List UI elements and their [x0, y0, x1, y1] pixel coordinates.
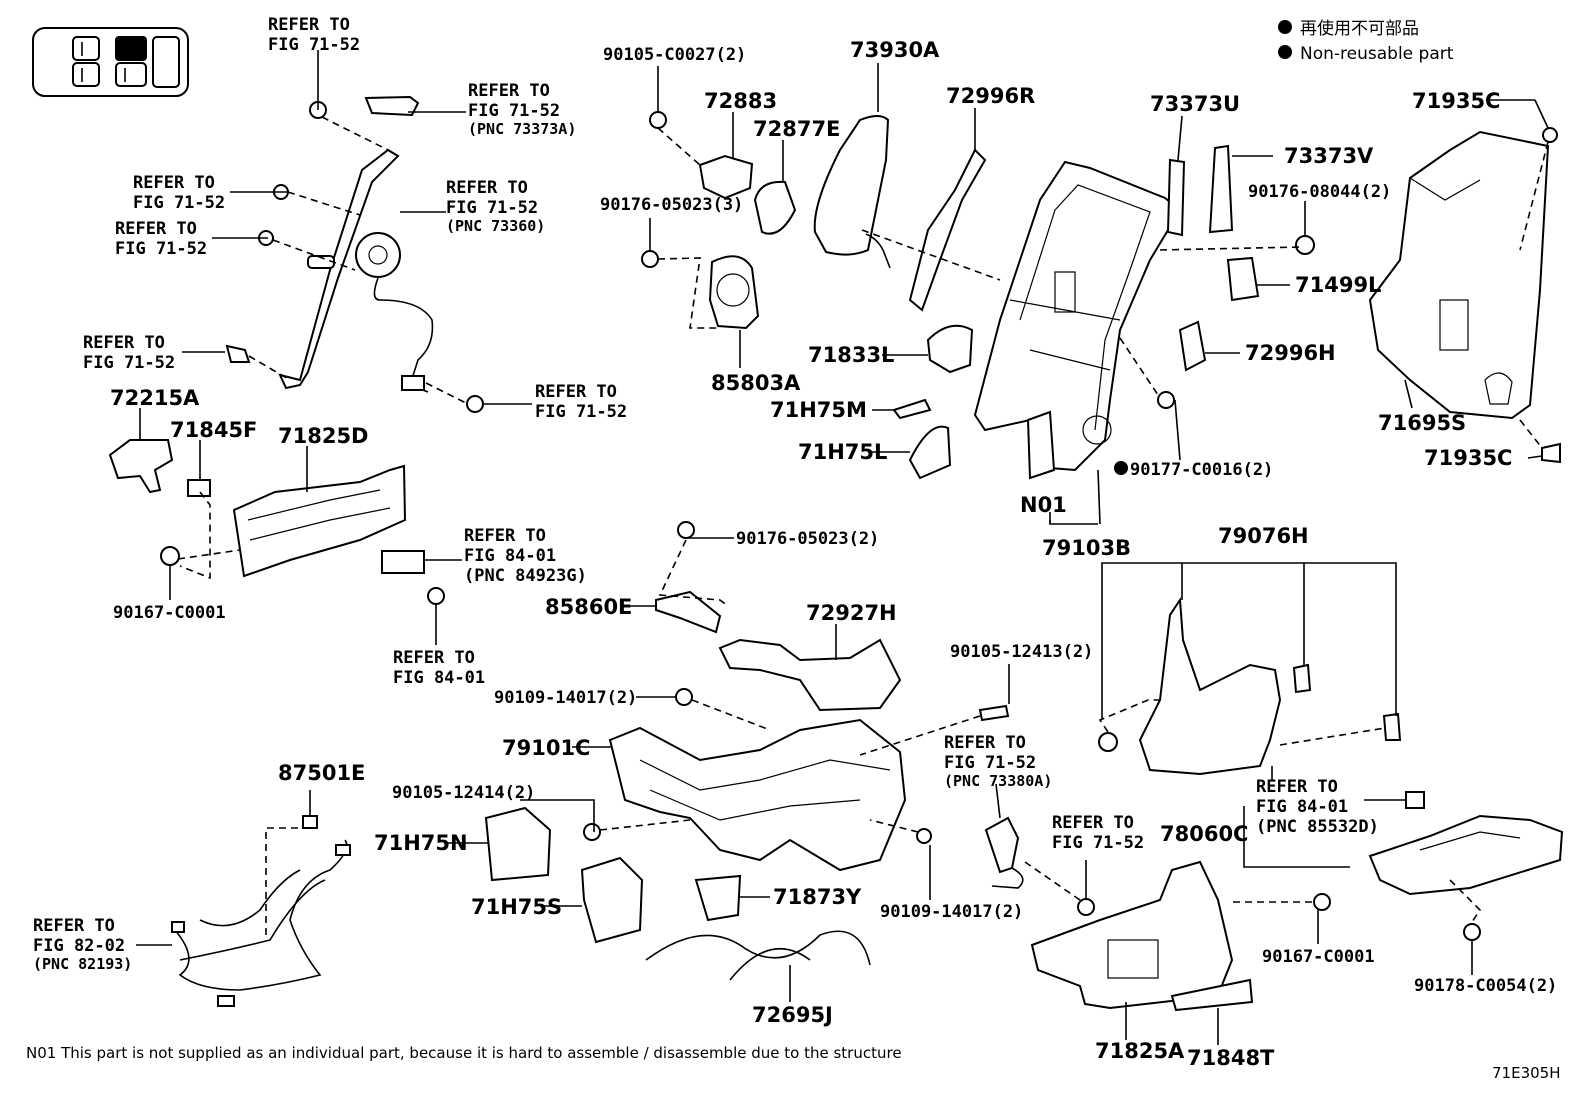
non-reusable-dot-icon — [1278, 45, 1292, 59]
non-reusable-dot-icon — [1278, 20, 1292, 34]
part-label-90109-14017-b[interactable]: 90109-14017(2) — [880, 902, 1023, 922]
part-label-90105-C0027[interactable]: 90105-C0027(2) — [603, 45, 746, 65]
part-label-71H75S[interactable]: 71H75S — [471, 895, 562, 919]
part-label-71935C-top[interactable]: 71935C — [1412, 89, 1500, 113]
part-label-72996R[interactable]: 72996R — [946, 84, 1035, 108]
part-label-72927H[interactable]: 72927H — [806, 601, 897, 625]
part-label-79103B[interactable]: 79103B — [1042, 536, 1131, 560]
part-label-90109-14017-a[interactable]: 90109-14017(2) — [494, 688, 637, 708]
part-label-71H75L[interactable]: 71H75L — [798, 440, 887, 464]
part-label-71833L[interactable]: 71833L — [808, 343, 894, 367]
part-label-71695S[interactable]: 71695S — [1378, 411, 1466, 435]
footnote: N01 This part is not supplied as an indi… — [26, 1044, 902, 1062]
part-label-90105-12414[interactable]: 90105-12414(2) — [392, 783, 535, 803]
part-label-71499L[interactable]: 71499L — [1295, 273, 1381, 297]
figure-id: 71E305H — [1492, 1064, 1560, 1082]
part-label-71825A[interactable]: 71825A — [1095, 1039, 1185, 1063]
armrest-cover-drawing — [108, 439, 445, 645]
part-label-85860E[interactable]: 85860E — [545, 595, 632, 619]
legend: 再使用不可部品 Non-reusable part — [1278, 18, 1454, 64]
part-label-90176-08044[interactable]: 90176-08044(2) — [1248, 182, 1391, 202]
part-label-71873Y[interactable]: 71873Y — [773, 885, 862, 909]
part-label-73373U[interactable]: 73373U — [1150, 92, 1240, 116]
non-reusable-dot-icon — [1114, 461, 1128, 475]
part-label-71845F[interactable]: 71845F — [170, 418, 257, 442]
seat-side-shield-drawing — [1030, 860, 1331, 1045]
part-label-72996H[interactable]: 72996H — [1245, 341, 1336, 365]
part-label-90167-C0001-b[interactable]: 90167-C0001 — [1262, 947, 1375, 967]
recliner-drawing — [641, 111, 797, 368]
part-label-N01[interactable]: N01 — [1020, 493, 1067, 517]
part-number-labels: 72215A 71845F 71825D 90167-C0001 90105-C… — [110, 38, 1557, 1070]
part-label-78060C[interactable]: 78060C — [1160, 822, 1248, 846]
part-label-85803A[interactable]: 85803A — [711, 371, 801, 395]
part-label-73373V[interactable]: 73373V — [1284, 144, 1374, 168]
part-label-71935C-bottom[interactable]: 71935C — [1424, 446, 1512, 470]
part-label-90105-12413[interactable]: 90105-12413(2) — [950, 642, 1093, 662]
part-label-87501E[interactable]: 87501E — [278, 761, 365, 785]
part-label-90177-C0016[interactable]: 90177-C0016(2) — [1130, 460, 1273, 480]
part-label-79076H[interactable]: 79076H — [1218, 524, 1309, 548]
wire-harness-drawing — [171, 790, 351, 1007]
seat-cushion-frame-drawing — [484, 521, 1010, 1002]
legend-jp: 再使用不可部品 — [1300, 18, 1419, 39]
seat-belt-assembly-drawing — [225, 50, 484, 413]
part-label-73930A[interactable]: 73930A — [850, 38, 940, 62]
part-label-71825D[interactable]: 71825D — [278, 424, 369, 448]
part-label-72695J[interactable]: 72695J — [752, 1003, 833, 1027]
part-label-90176-05023-2[interactable]: 90176-05023(2) — [736, 529, 879, 549]
part-label-71848T[interactable]: 71848T — [1187, 1046, 1275, 1070]
part-label-90167-C0001[interactable]: 90167-C0001 — [113, 603, 226, 623]
part-label-72883[interactable]: 72883 — [704, 89, 777, 113]
part-label-90178-C0054[interactable]: 90178-C0054(2) — [1414, 976, 1557, 996]
part-label-72215A[interactable]: 72215A — [110, 386, 200, 410]
part-label-90176-05023-3[interactable]: 90176-05023(3) — [600, 195, 743, 215]
leader-lines — [136, 63, 1549, 975]
part-label-71H75N[interactable]: 71H75N — [374, 831, 468, 855]
seat-belt-buckle-drawing — [984, 816, 1095, 916]
part-label-79101C[interactable]: 79101C — [502, 736, 590, 760]
seatback-board-drawing — [1368, 127, 1561, 464]
seatback-frame-drawing — [813, 115, 1315, 525]
vehicle-seat-position-icon — [32, 27, 189, 97]
legend-en: Non-reusable part — [1300, 44, 1454, 64]
part-label-72877E[interactable]: 72877E — [753, 117, 840, 141]
cushion-shield-drawing — [1098, 562, 1402, 776]
part-label-71H75M[interactable]: 71H75M — [770, 398, 867, 422]
